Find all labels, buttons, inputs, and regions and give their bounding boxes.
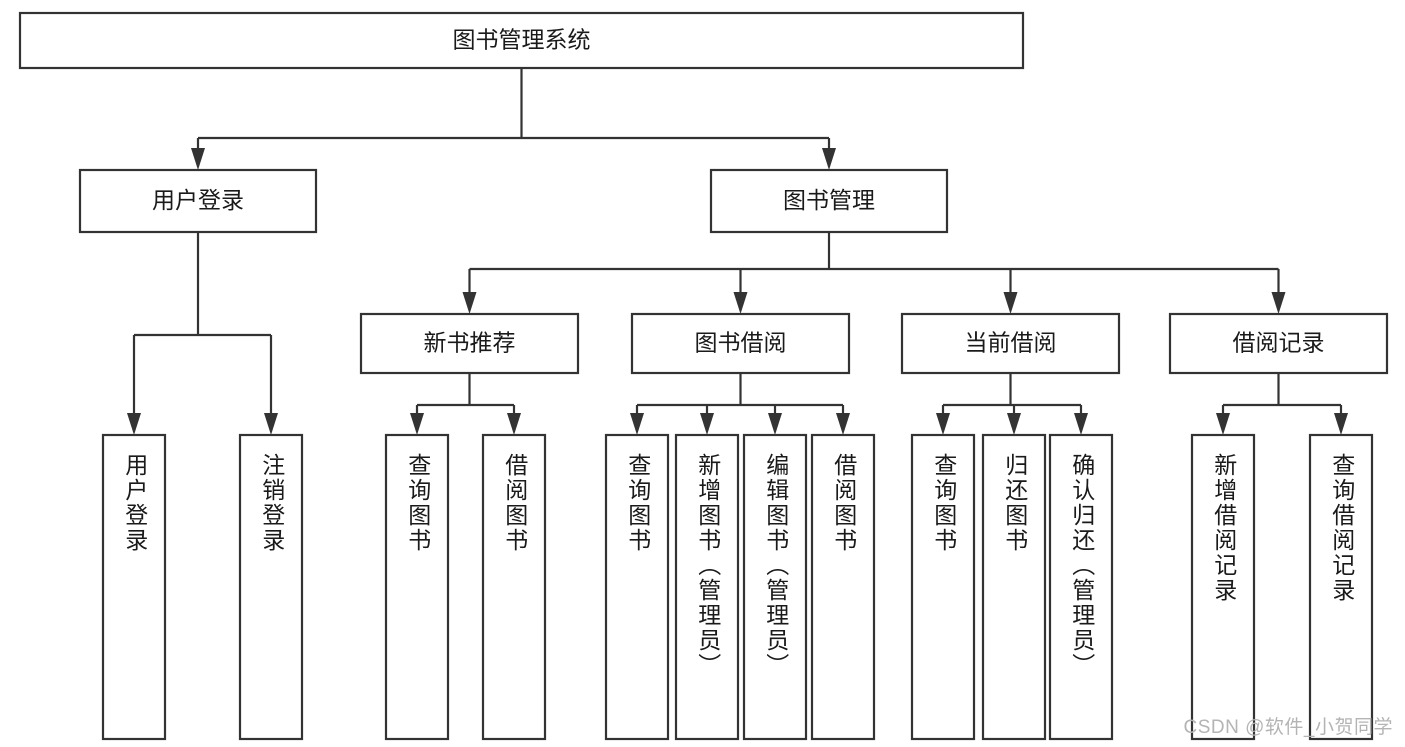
arrow-head	[1334, 413, 1348, 435]
arrow-head	[630, 413, 644, 435]
node-root-图书管理系统[interactable]	[18, 11, 1025, 70]
arrow-head	[700, 413, 714, 435]
node-leaf-1[interactable]	[238, 433, 304, 741]
node-l2-label-1: 图书管理	[783, 187, 875, 213]
arrow-head	[768, 413, 782, 435]
node-l3-label-2: 当前借阅	[965, 330, 1057, 356]
node-leaf-8[interactable]	[910, 433, 976, 741]
arrow-head	[733, 292, 748, 314]
node-l3-label-0: 新书推荐	[424, 330, 516, 356]
node-leaf-3[interactable]	[481, 433, 547, 741]
arrow-head	[1003, 292, 1018, 314]
arrow-head	[507, 413, 521, 435]
node-leaf-6[interactable]	[742, 433, 808, 741]
node-leaf-5[interactable]	[674, 433, 740, 741]
node-l3-图书借阅[interactable]	[630, 312, 851, 375]
node-leaf-11[interactable]	[1190, 433, 1256, 741]
arrow-head	[1216, 413, 1230, 435]
node-leaf-4[interactable]	[604, 433, 670, 741]
node-root-label: 图书管理系统	[453, 27, 591, 53]
node-l2-用户登录[interactable]	[78, 168, 318, 234]
node-l3-当前借阅[interactable]	[900, 312, 1121, 375]
arrow-head	[410, 413, 424, 435]
node-leaf-2[interactable]	[384, 433, 450, 741]
arrow-head	[127, 413, 141, 435]
arrow-head	[936, 413, 950, 435]
node-l3-借阅记录[interactable]	[1168, 312, 1389, 375]
arrow-head	[1271, 292, 1286, 314]
node-leaf-0[interactable]	[101, 433, 167, 741]
arrow-head	[836, 413, 850, 435]
arrow-head	[191, 148, 205, 170]
node-l2-label-0: 用户登录	[152, 187, 244, 213]
arrow-head	[462, 292, 477, 314]
node-leaf-10[interactable]	[1048, 433, 1114, 741]
node-leaf-12[interactable]	[1308, 433, 1374, 741]
box-layer	[18, 11, 1389, 741]
connector-layer	[127, 68, 1348, 435]
watermark: CSDN @软件_小贺同学	[1183, 717, 1393, 738]
arrow-head	[264, 413, 278, 435]
arrow-head	[822, 148, 836, 170]
arrow-head	[1074, 413, 1088, 435]
node-l3-新书推荐[interactable]	[359, 312, 580, 375]
node-leaf-9[interactable]	[981, 433, 1047, 741]
arrow-head	[1007, 413, 1021, 435]
node-l3-label-3: 借阅记录	[1233, 330, 1325, 356]
node-l2-图书管理[interactable]	[709, 168, 949, 234]
node-leaf-7[interactable]	[810, 433, 876, 741]
node-l3-label-1: 图书借阅	[695, 330, 787, 356]
